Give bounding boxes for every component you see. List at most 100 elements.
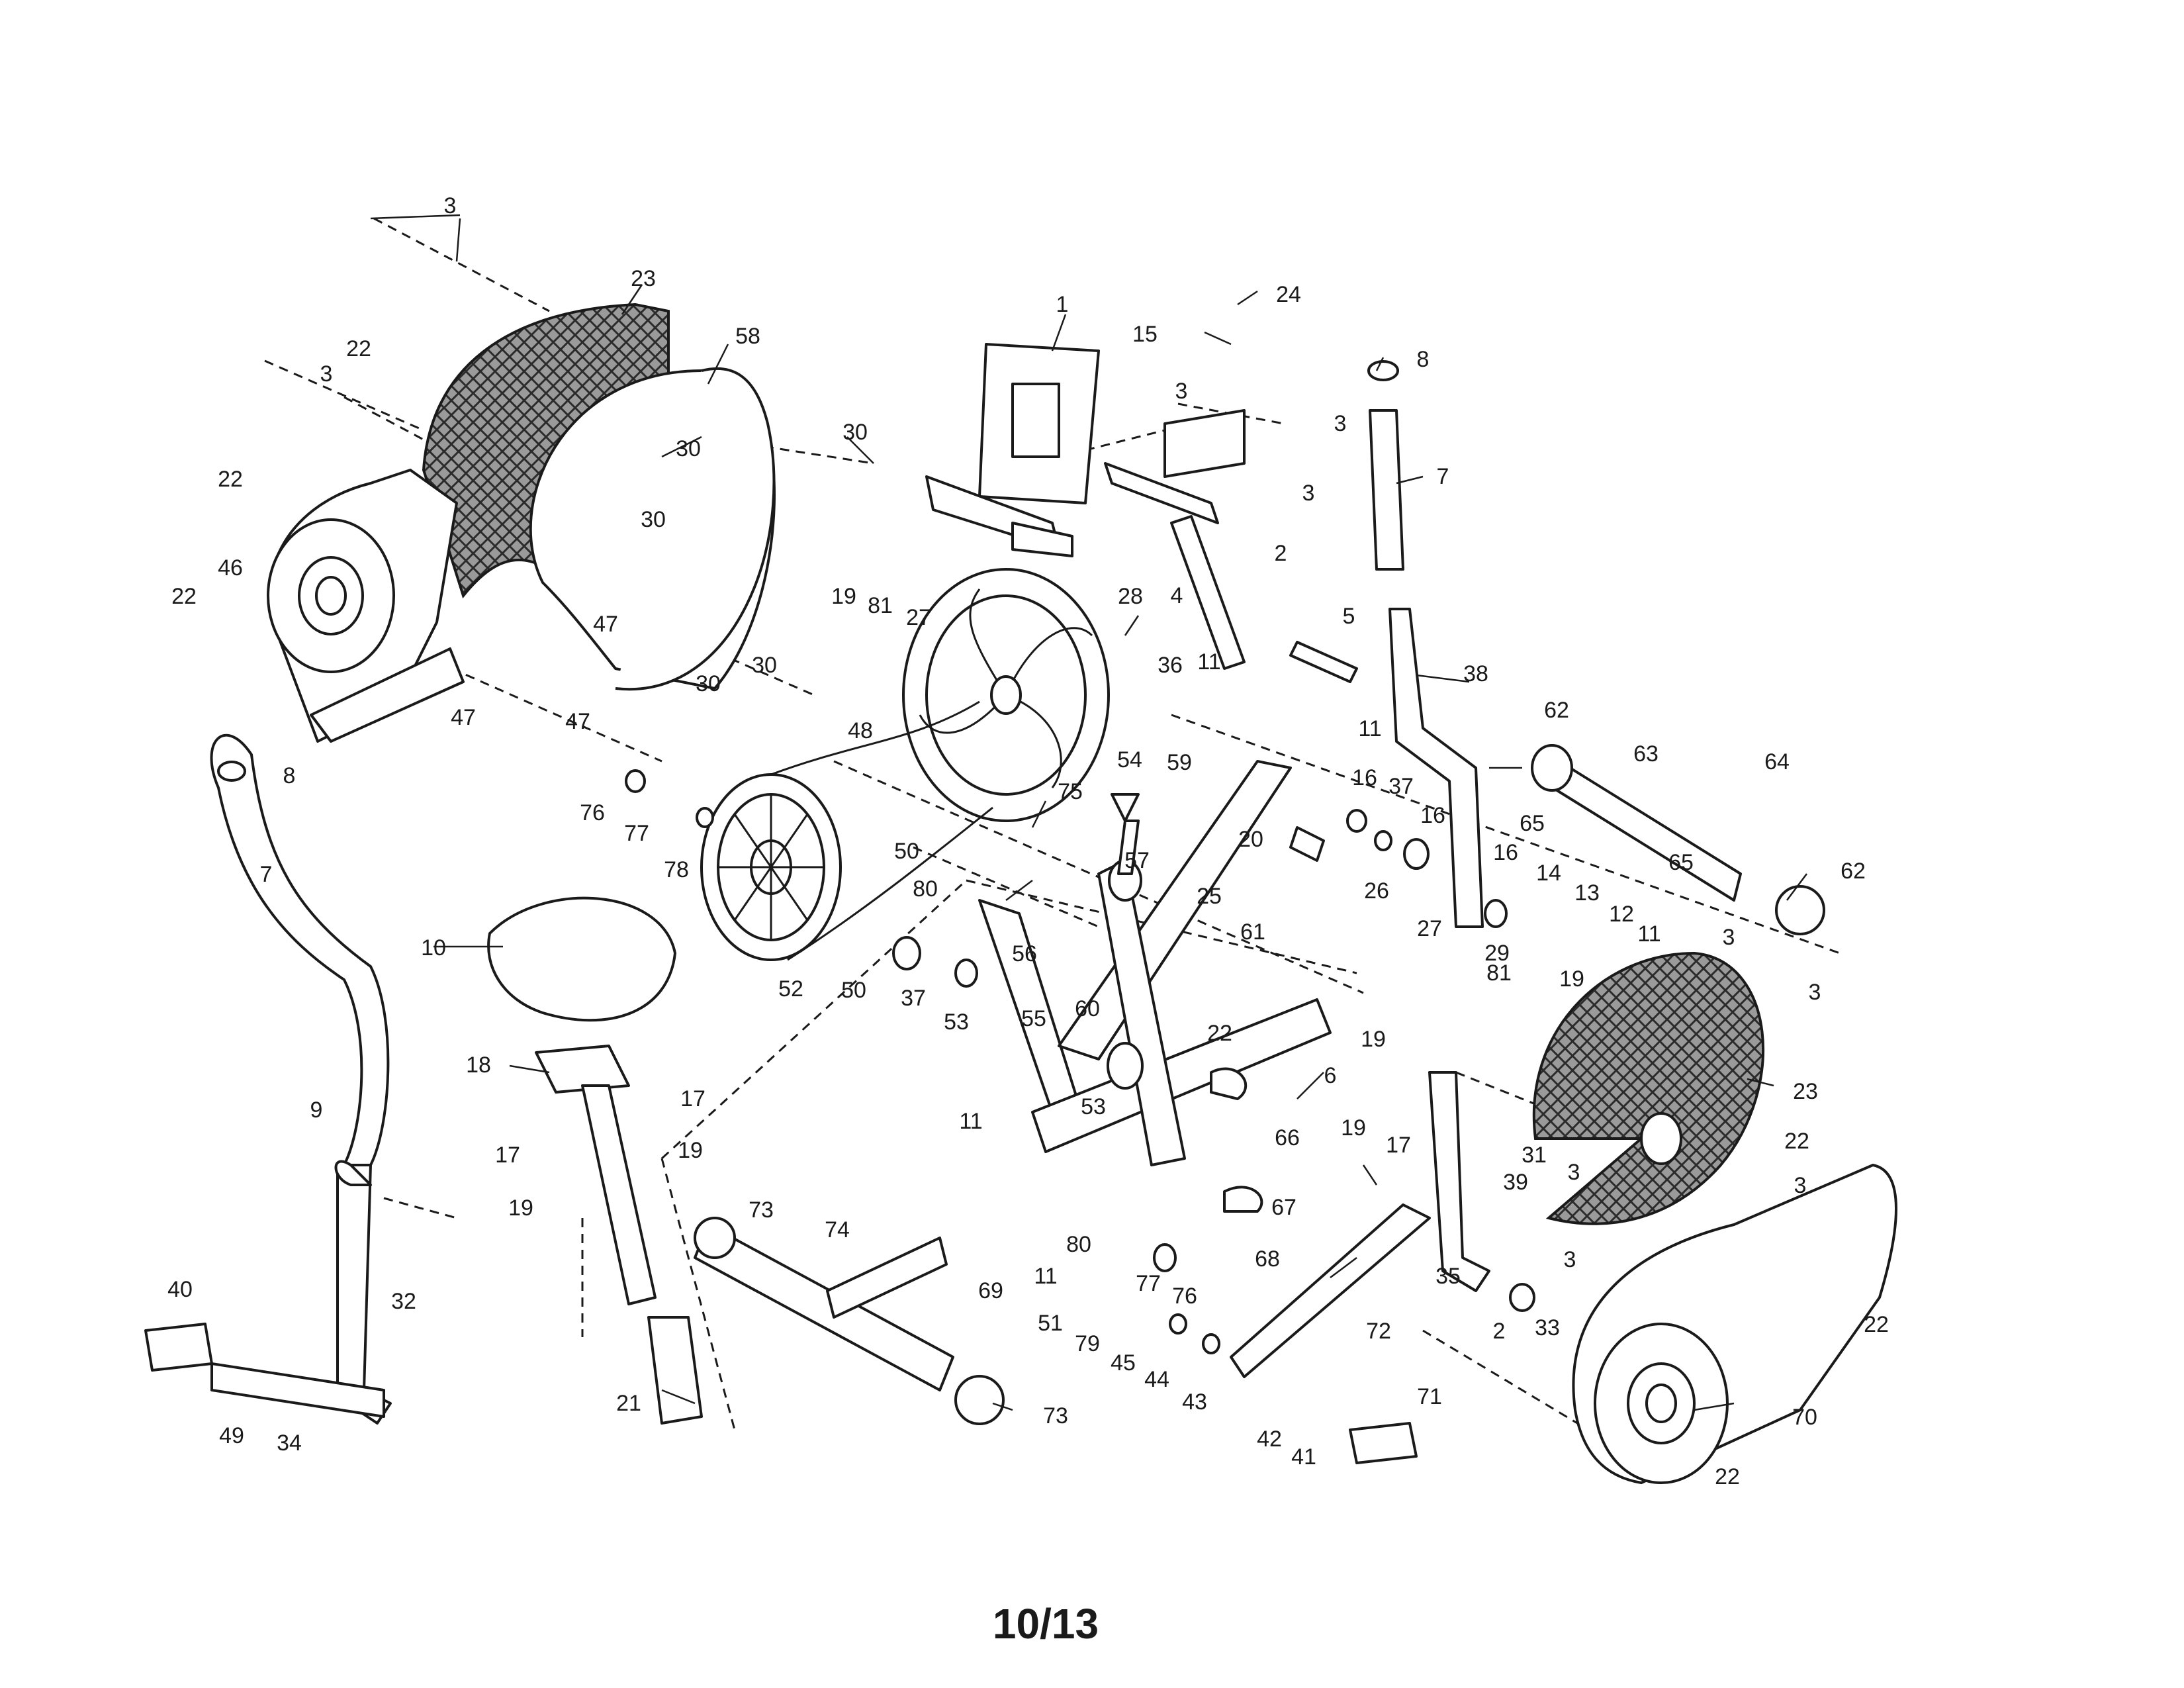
callout-78: 78 (664, 857, 689, 882)
callout-3: 3 (1794, 1173, 1807, 1198)
callout-47: 47 (451, 705, 476, 730)
callout-48: 48 (848, 718, 873, 743)
callout-50: 50 (841, 978, 866, 1003)
callout-54: 54 (1117, 747, 1142, 773)
callout-34: 34 (277, 1430, 302, 1456)
right-upper-arm-38 (1388, 608, 1484, 928)
callout-39: 39 (1503, 1170, 1528, 1195)
callout-3: 3 (1568, 1160, 1580, 1185)
callout-28: 28 (1118, 584, 1143, 609)
left-pedal-arm-34 (210, 1362, 385, 1418)
callout-36: 36 (1158, 653, 1183, 678)
callout-25: 25 (1197, 884, 1222, 909)
callout-9: 9 (310, 1098, 323, 1123)
callout-7: 7 (1437, 464, 1449, 489)
callout-16: 16 (1352, 765, 1377, 790)
callout-3: 3 (1334, 411, 1347, 436)
leader-lines (370, 214, 1807, 1411)
callout-30: 30 (696, 671, 721, 696)
main-frame-59 (978, 760, 1332, 1166)
callout-29: 29 (1484, 941, 1510, 966)
right-handlebar-7 (1367, 360, 1404, 571)
callout-8: 8 (283, 763, 296, 788)
callout-77: 77 (1136, 1271, 1161, 1296)
console-mast-4 (1104, 409, 1246, 670)
seat-10 (487, 896, 676, 1022)
callout-47: 47 (565, 709, 590, 734)
callout-3: 3 (1175, 379, 1188, 404)
callout-3: 3 (1809, 980, 1821, 1005)
callout-70: 70 (1792, 1405, 1817, 1430)
right-lower-arm-39 (1428, 1071, 1490, 1292)
callout-53: 53 (944, 1009, 969, 1035)
callout-27: 27 (1417, 916, 1442, 941)
callout-60: 60 (1075, 996, 1100, 1021)
callout-75: 75 (1058, 779, 1083, 804)
fan-housing-ring-58 (529, 367, 776, 691)
callout-58: 58 (735, 324, 760, 349)
callout-23: 23 (1793, 1079, 1818, 1104)
callout-22: 22 (1207, 1021, 1232, 1046)
callout-38: 38 (1463, 661, 1488, 686)
callout-8: 8 (1417, 347, 1430, 372)
callout-7: 7 (260, 862, 273, 887)
callout-68: 68 (1255, 1246, 1280, 1272)
callout-27: 27 (906, 605, 931, 630)
callout-3: 3 (1723, 925, 1735, 950)
callout-76: 76 (1172, 1284, 1197, 1309)
callout-65: 65 (1520, 811, 1545, 836)
callout-71: 71 (1417, 1384, 1442, 1409)
callout-3: 3 (1302, 481, 1315, 506)
callout-46: 46 (218, 555, 243, 581)
callout-2: 2 (1275, 541, 1287, 566)
callout-62: 62 (1841, 859, 1866, 884)
callout-53: 53 (1081, 1094, 1106, 1119)
callout-19: 19 (1341, 1115, 1366, 1141)
callout-30: 30 (641, 507, 666, 532)
callout-16: 16 (1420, 803, 1445, 828)
callout-37: 37 (1388, 774, 1414, 799)
callout-22: 22 (346, 336, 371, 361)
left-pedal-40 (144, 1323, 213, 1372)
callout-31: 31 (1522, 1143, 1547, 1168)
callout-22: 22 (218, 467, 243, 492)
left-handlebar-9 (210, 733, 390, 1166)
callout-3: 3 (320, 361, 333, 387)
callout-2-lower: 2 (1493, 1319, 1506, 1344)
callout-73: 73 (749, 1197, 774, 1223)
callout-79: 79 (1075, 1331, 1100, 1356)
callout-12: 12 (1609, 902, 1634, 927)
callout-23: 23 (631, 266, 656, 291)
callout-24: 24 (1276, 282, 1301, 307)
callout-30: 30 (842, 420, 868, 445)
callout-47: 47 (593, 612, 618, 637)
callout-19: 19 (831, 584, 856, 609)
hardware (625, 641, 1535, 1354)
callout-44: 44 (1144, 1367, 1169, 1392)
callout-16: 16 (1493, 840, 1518, 865)
callout-19: 19 (1361, 1027, 1386, 1052)
callout-76: 76 (580, 800, 605, 825)
callout-61: 61 (1240, 919, 1265, 945)
console-1 (925, 343, 1100, 557)
callout-35: 35 (1435, 1264, 1461, 1289)
pulley-52 (700, 773, 842, 961)
callout-74: 74 (825, 1217, 850, 1243)
callout-42: 42 (1257, 1427, 1282, 1452)
callout-49: 49 (219, 1423, 244, 1448)
callout-17: 17 (680, 1086, 705, 1111)
callout-81: 81 (1486, 961, 1512, 986)
callout-37: 37 (901, 986, 926, 1011)
callout-69: 69 (978, 1278, 1003, 1303)
callout-56: 56 (1012, 941, 1037, 966)
rear-stabilizer-74 (694, 1217, 1005, 1425)
seat-post-21 (581, 1084, 703, 1425)
callout-55: 55 (1021, 1006, 1046, 1031)
callout-63: 63 (1633, 741, 1659, 767)
callout-11: 11 (1034, 1264, 1057, 1289)
callout-73: 73 (1043, 1403, 1068, 1429)
callout-30: 30 (752, 653, 777, 678)
callout-67: 67 (1271, 1195, 1297, 1220)
callout-77: 77 (624, 821, 649, 846)
